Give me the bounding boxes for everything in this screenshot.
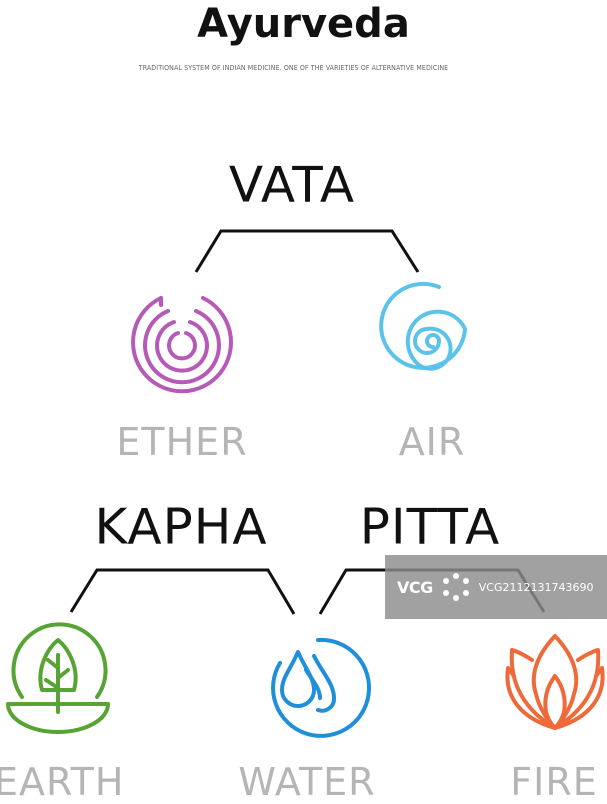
water-drop-icon bbox=[271, 637, 372, 738]
dosha-kapha-label: KAPHA bbox=[94, 498, 268, 556]
concentric-arcs-icon bbox=[131, 296, 233, 394]
vata-connector bbox=[194, 229, 420, 273]
dosha-pitta-label: PITTA bbox=[359, 498, 501, 556]
element-earth-label: EARTH bbox=[0, 760, 125, 804]
watermark: VCG VCG2112131743690 bbox=[385, 555, 607, 619]
kapha-connector bbox=[69, 568, 296, 615]
element-water-label: WATER bbox=[238, 760, 376, 804]
page-subtitle: TRADITIONAL SYSTEM OF INDIAN MEDICINE. O… bbox=[138, 64, 449, 72]
lotus-flame-icon bbox=[505, 634, 605, 730]
dosha-vata-label: VATA bbox=[228, 156, 356, 214]
watermark-id: VCG2112131743690 bbox=[478, 580, 594, 594]
spiral-icon bbox=[379, 281, 468, 371]
tree-in-bowl-icon bbox=[6, 622, 110, 734]
element-ether-label: ETHER bbox=[116, 420, 248, 464]
watermark-logo: VCG bbox=[397, 577, 433, 597]
element-fire-label: FIRE bbox=[510, 760, 598, 804]
element-air-label: AIR bbox=[398, 420, 466, 464]
watermark-mark-icon bbox=[442, 573, 469, 601]
page-title: Ayurveda bbox=[197, 1, 410, 47]
